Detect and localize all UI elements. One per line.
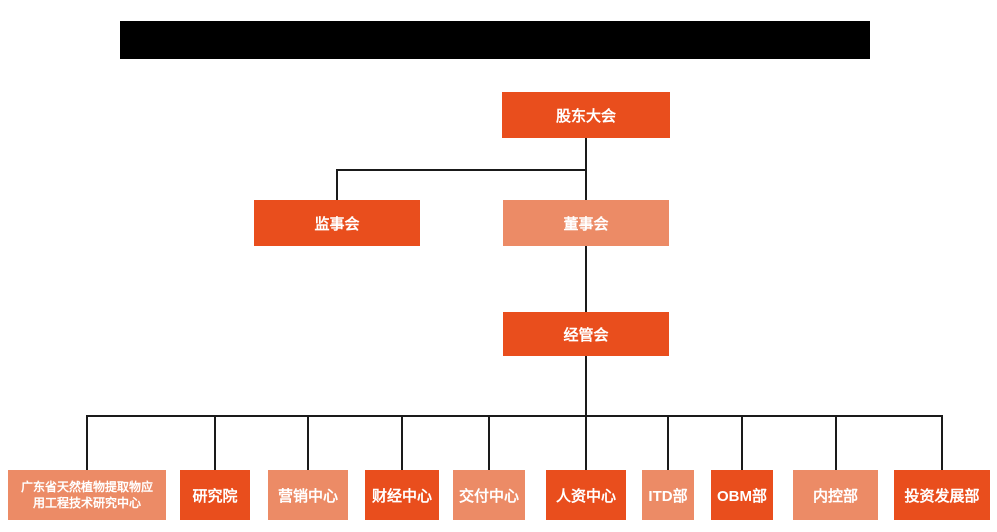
node-investment-development-department: 投资发展部 [894,470,990,520]
node-board-of-directors-label: 董事会 [563,215,609,233]
node-supervisory-board: 监事会 [254,200,420,246]
node-internal-control-department-label: 内控部 [812,487,858,505]
node-obm-department: OBM部 [711,470,773,520]
connector-drop-delivery-center [488,415,490,470]
connector-drop-finance-center [401,415,403,470]
node-hr-center: 人资中心 [546,470,626,520]
node-marketing-center-label: 营销中心 [277,487,338,505]
redacted-title-bar [120,21,870,59]
node-supervisory-board-label: 监事会 [314,215,360,233]
connector-drop-marketing-center [307,415,309,470]
node-itd-department-label: ITD部 [648,487,688,505]
connector-branch-horizontal [336,169,587,171]
connector-drop-itd-department [667,415,669,470]
node-research-center-label: 广东省天然植物提取物应用工程技术研究中心 [20,479,153,510]
node-marketing-center: 营销中心 [268,470,348,520]
node-hr-center-label: 人资中心 [555,487,616,505]
connector-board-to-management [585,246,587,312]
connector-bus-horizontal [86,415,943,417]
node-management-committee: 经管会 [503,312,669,356]
connector-branch-to-supervisory [336,169,338,200]
node-delivery-center: 交付中心 [453,470,525,520]
node-internal-control-department: 内控部 [793,470,878,520]
node-itd-department: ITD部 [642,470,694,520]
node-board-of-directors: 董事会 [503,200,669,246]
node-delivery-center-label: 交付中心 [458,487,519,505]
connector-management-to-bus [585,356,587,470]
node-investment-development-department-label: 投资发展部 [904,487,980,505]
connector-drop-investment-development [941,415,943,470]
node-research-institute: 研究院 [180,470,250,520]
node-research-center: 广东省天然植物提取物应用工程技术研究中心 [8,470,166,520]
connector-drop-obm-department [741,415,743,470]
node-finance-center: 财经中心 [365,470,439,520]
node-obm-department-label: OBM部 [717,487,767,505]
node-shareholders-meeting: 股东大会 [502,92,670,138]
node-shareholders-meeting-label: 股东大会 [555,107,616,125]
connector-drop-research-center [86,415,88,470]
node-management-committee-label: 经管会 [563,326,609,344]
node-research-institute-label: 研究院 [192,487,238,505]
connector-drop-internal-control [835,415,837,470]
connector-drop-research-institute [214,415,216,470]
node-finance-center-label: 财经中心 [371,487,432,505]
